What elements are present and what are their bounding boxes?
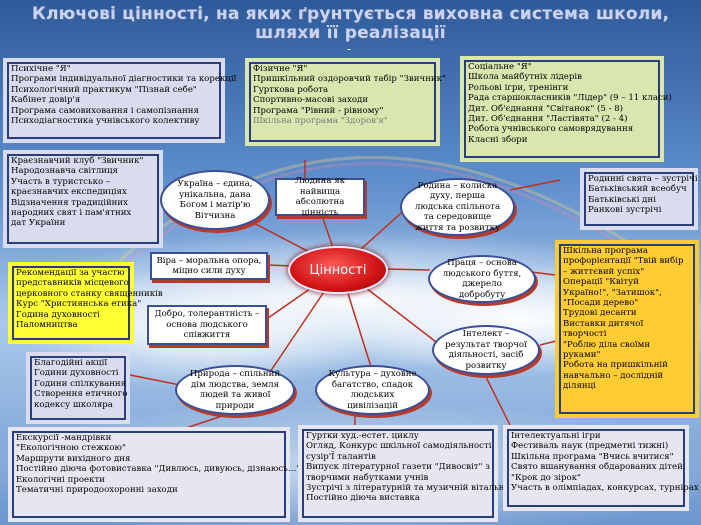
culture-line: Постійно діюча виставка (306, 493, 420, 504)
kraeznav-line: дат України (11, 218, 66, 229)
charity-line: Благодійні акції (34, 358, 108, 368)
excursion-line: Маршрути вихідного дня (16, 453, 131, 464)
career-line: Шкільна програма (563, 246, 648, 256)
excursion-line: Тематичні природоохоронні заходи (16, 485, 178, 496)
node-labor: Праця – основа людського буття, джерело … (428, 255, 536, 303)
physical-line: Спортивно-масові заходи (253, 95, 369, 106)
node-family: Родина – колиска духу, перша людська спі… (400, 178, 515, 236)
intellect-line: Свято вшанування обдарованих дітей (511, 462, 683, 473)
family-line: Батьківські дні (588, 194, 656, 205)
psychic-line: Психологічний практикум "Пізнай себе" (11, 84, 197, 95)
center-values: Цінності (288, 246, 388, 294)
culture-line: Огляд, Конкурс шкільної самодіяльності (306, 441, 492, 452)
box-career-guidance: Шкільна програма профорієнтації "Твій ви… (555, 240, 699, 418)
psychic-line: Психодіагностика учнівського колективу (11, 116, 200, 127)
charity-line: Години духовності (34, 368, 119, 379)
psychic-line: Програми індивідуальної діагностики та к… (11, 74, 237, 85)
charity-line: Створення етичного (34, 389, 128, 400)
excursion-line: Екскурсії -мандрівки (16, 433, 112, 443)
title-dash: - (347, 42, 352, 56)
box-family-events: Родинні свята – зустрічі Батьківський вс… (580, 168, 698, 230)
family-line: Батьківський всеобуч (588, 184, 687, 195)
career-line: Операції "Квітуй (563, 277, 639, 288)
intellect-line: Шкільна програма "Вчись вчитися" (511, 451, 674, 462)
career-line: "Роблю діла своїми (563, 339, 651, 350)
career-line: творчості (563, 329, 607, 340)
box-clergy: Рекомендації за участю представників міс… (8, 262, 163, 344)
clergy-line: церковного станку священників (16, 288, 163, 299)
kraeznav-line: Народознавча світлиця (11, 166, 118, 177)
node-kindness: Добро, толерантність – основа людського … (147, 305, 267, 345)
kraeznav-line: Відзначення традиційних (11, 197, 128, 208)
career-line: профорієнтації "Твій вибір (563, 256, 684, 267)
clergy-line: Рекомендації за участю (16, 268, 125, 278)
career-line: Робота на пришкільній (563, 360, 668, 371)
social-line: Робота учнівського самоврядування (468, 124, 634, 135)
career-line: "Посади дерево" (563, 298, 639, 309)
family-line: Родинні свята – зустрічі (588, 174, 698, 184)
box-excursions: Екскурсії -мандрівки "Екологічною стежко… (8, 427, 301, 522)
node-human: Людина як найвища абсолютна цінність (275, 176, 365, 218)
intellect-line: Інтелектуальні ігри (511, 431, 601, 441)
charity-line: Години спілкування (34, 378, 127, 389)
intellect-line: Фестиваль наук (предметні тижні) (511, 441, 669, 452)
clergy-line: Курс "Християнська етика" (16, 299, 142, 310)
physical-line: Пришкільний оздоровчий табір "Звичник" (253, 74, 446, 85)
social-line: Школа майбутніх лідерів (468, 72, 582, 83)
psychic-line: Програма самовиховання і самопізнання (11, 105, 199, 116)
box-psychic-self: Психічне "Я" Програми індивідуальної діа… (3, 58, 237, 143)
social-line: Рольові ігри, тренінги (468, 82, 569, 93)
culture-line: Випуск літературної газети "Дивосвіт" з (306, 462, 490, 473)
career-line: Україно!", "Затишок", (563, 287, 662, 298)
psychic-line: Кабінет довір'я (11, 95, 81, 106)
excursion-line: "Екологічною стежкою" (16, 443, 126, 454)
node-ukraine: Україна – єдина, унікальна, дана Богом і… (160, 170, 270, 230)
kraeznav-line: Участь в туристсько – (11, 176, 111, 187)
culture-line: Гуртки худ.-естет. циклу (306, 431, 419, 441)
career-line: навчально – дослідній (563, 370, 664, 381)
excursion-line: Постійно діюча фотовиставка "Дивлюсь, ди… (16, 464, 301, 475)
clergy-line: представників місцевого (16, 278, 129, 289)
kraeznav-line: народних свят і пам'ятних (11, 208, 132, 219)
physical-line: Фізичне "Я" (253, 64, 308, 74)
intellect-line: Участь в олімпіадах, конкурсах, турнірах (511, 483, 699, 494)
box-social-self: Соціальне "Я" Школа майбутніх лідерів Ро… (460, 56, 672, 162)
page-title-line1: Ключові цінності, на яких ґрунтується ви… (31, 4, 670, 24)
page-title-line2: шляхи її реалізації (255, 23, 446, 43)
node-faith: Віра – моральна опора, міцно сили духу (150, 252, 268, 280)
intellect-line: "Крок до зірок" (511, 472, 582, 483)
social-line: Дит. Об'єднання "Світанок" (5 - 8) (468, 103, 624, 114)
career-line: – життєвий успіх" (563, 266, 645, 277)
clergy-line: Паломництва (16, 320, 78, 331)
physical-line-muted: Шкільна програма "Здоров'я" (253, 116, 388, 127)
physical-line: Гурткова робота (253, 84, 329, 95)
career-line: ділянці (563, 381, 596, 392)
culture-line: Зустрічі з літературній та музичній віта… (306, 483, 508, 494)
clergy-line: Година духовності (16, 309, 100, 320)
psychic-line: Психічне "Я" (11, 64, 71, 74)
family-line: Ранкові зустрічі (588, 205, 662, 216)
kraeznav-line: краєзнавчих експедиціях (11, 187, 127, 198)
physical-line: Програма "Рівний - рівному" (253, 105, 384, 116)
excursion-line: Екологічні проекти (16, 474, 105, 485)
box-charity: Благодійні акції Години духовності Годин… (26, 352, 130, 424)
social-line: Дит. Об'єднання "Ластівята" (2 - 4) (468, 114, 628, 125)
box-kraeznav-club: Краєзнавчий клуб "Звичник" Народознавча … (3, 150, 163, 248)
culture-line: сузір'Ї талантів (306, 451, 376, 462)
culture-line: творчими набутками учнів (306, 472, 429, 483)
career-line: Виставки дитячої (563, 318, 644, 329)
kraeznav-line: Краєзнавчий клуб "Звичник" (11, 156, 144, 166)
career-line: Трудові десанти (563, 308, 637, 319)
career-line: руками" (563, 350, 601, 361)
node-culture: Культура – духовне багатство, спадок люд… (315, 365, 430, 415)
social-line: Соціальне "Я" (468, 62, 532, 72)
social-line: Рада старшокласників "Лідер" (9 – 11 кла… (468, 93, 672, 104)
charity-line: кодексу школяра (34, 399, 113, 410)
box-culture-activities: Гуртки худ.-естет. циклу Огляд, Конкурс … (298, 425, 508, 522)
box-physical-self: Фізичне "Я" Пришкільний оздоровчий табір… (245, 58, 446, 146)
box-intellect-activities: Інтелектуальні ігри Фестиваль наук (пред… (503, 425, 699, 511)
node-intellect: Інтелект – результат творчої діяльності,… (432, 325, 540, 375)
social-line: Класні збори (468, 134, 528, 145)
node-nature: Природа – спільний дім людства, земля лю… (175, 365, 295, 415)
